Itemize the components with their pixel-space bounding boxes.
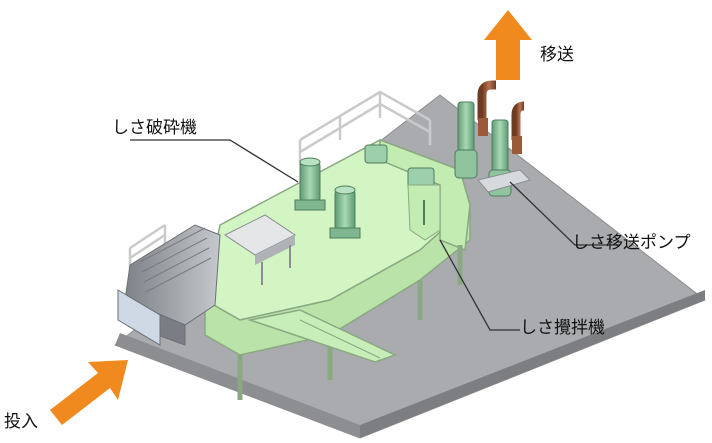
input-arrow <box>50 360 128 425</box>
agitator-gear-unit <box>364 144 441 241</box>
label-crusher: しさ破砕機 <box>112 118 197 138</box>
crusher-motor <box>294 157 326 211</box>
input-hopper <box>117 224 221 346</box>
transfer-pump-left <box>454 80 496 179</box>
transfer-arrow <box>484 10 532 80</box>
label-agitator: しさ攪拌機 <box>520 318 605 338</box>
transfer-pump-right <box>477 101 531 197</box>
label-transfer-pump: しさ移送ポンプ <box>572 233 691 253</box>
leader-lines <box>130 139 620 331</box>
agitator-motor <box>329 185 361 239</box>
label-transfer: 移送 <box>540 45 574 65</box>
discharge-chute <box>247 309 397 363</box>
label-input: 投入 <box>4 412 38 432</box>
